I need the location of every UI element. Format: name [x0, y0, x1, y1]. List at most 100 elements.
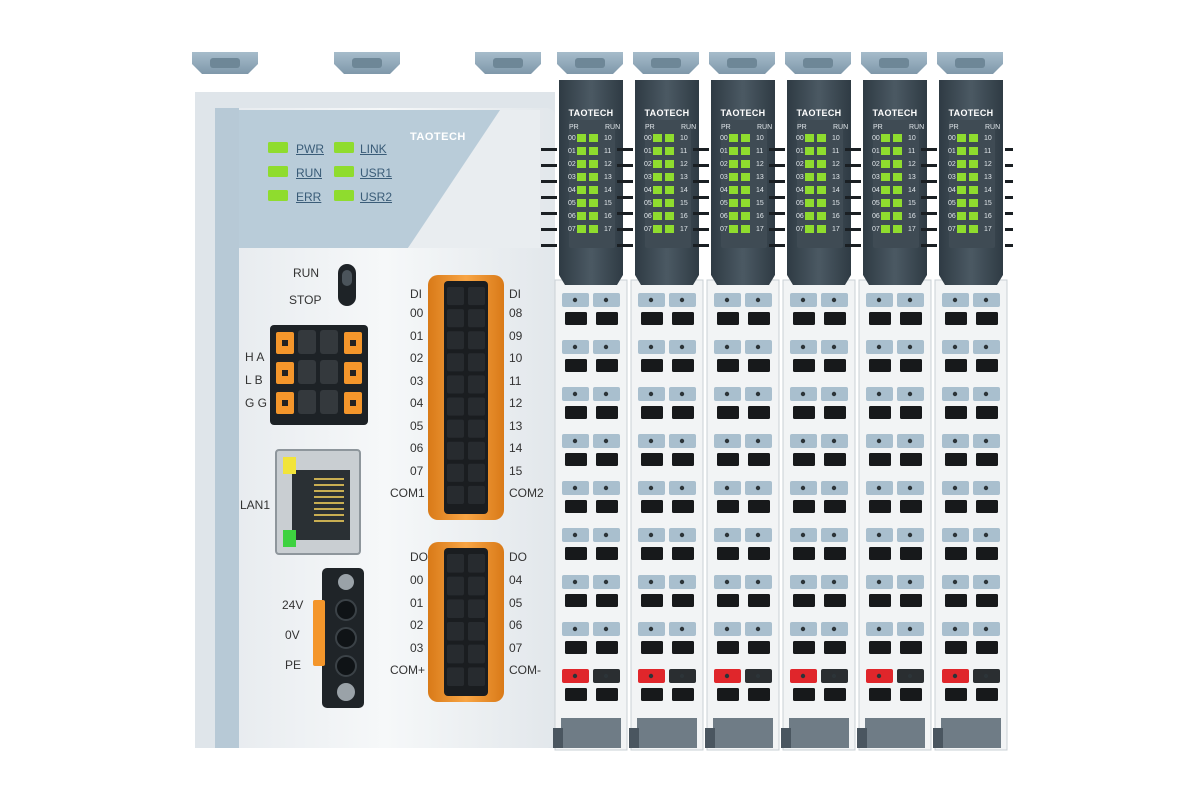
io-module-side-pin — [921, 164, 937, 167]
status-led-3 — [334, 166, 354, 177]
can-terminal-screw — [282, 340, 288, 346]
io-module-channel-right-6: 16 — [604, 213, 612, 220]
io-module-foot-tab — [553, 728, 563, 748]
io-module-terminal-hole — [672, 547, 694, 560]
io-module-terminal-dot — [755, 579, 761, 585]
io-module-terminal-hole — [641, 500, 663, 513]
can-terminal-screw — [282, 370, 288, 376]
io-module-channel-right-4: 14 — [604, 187, 612, 194]
io-module-2 — [617, 52, 709, 751]
io-module-terminal-dot — [755, 673, 761, 679]
io-module-foot — [789, 718, 849, 748]
io-module-channel-left-1: 01 — [872, 148, 880, 155]
di-label-right-1: 09 — [509, 328, 523, 343]
di-label-left-2: 02 — [410, 351, 424, 365]
io-module-terminal-dot — [679, 438, 685, 444]
io-module-terminal-hole — [672, 406, 694, 419]
io-module-channel-left-2: 02 — [872, 161, 880, 168]
io-module-channel-right-7: 17 — [984, 226, 992, 233]
io-module-terminal-dot — [876, 438, 882, 444]
io-module-side-pin — [921, 196, 937, 199]
power-label-24v: 24V — [282, 598, 304, 612]
can-label-g: G G — [245, 396, 268, 410]
io-module-terminal-hole — [945, 547, 967, 560]
io-module-header-right: RUN — [681, 124, 697, 131]
di-terminal-block-hole — [447, 397, 464, 416]
io-module-channel-led — [969, 199, 978, 207]
io-module-channel-led — [969, 225, 978, 233]
io-module-terminal-dot — [800, 344, 806, 350]
io-module-channel-led — [741, 147, 750, 155]
io-module-terminal-hole — [900, 453, 922, 466]
do-header-right: DO — [509, 550, 527, 564]
io-module-channel-led — [577, 212, 586, 220]
io-module-channel-right-2: 12 — [832, 161, 840, 168]
io-module-channel-led — [817, 160, 826, 168]
io-module-foot — [561, 718, 621, 748]
io-module-terminal-dot — [983, 626, 989, 632]
io-module-terminal-hole — [869, 406, 891, 419]
run-stop-switch-knob — [342, 270, 352, 286]
io-module-channel-left-6: 06 — [948, 213, 956, 220]
io-module-terminal-hole — [641, 359, 663, 372]
di-terminal-block-hole — [447, 287, 464, 306]
io-module-terminal-dot — [907, 532, 913, 538]
io-module-channel-left-1: 01 — [948, 148, 956, 155]
io-module-terminal-hole — [869, 641, 891, 654]
cpu-panel-bevel — [408, 110, 540, 248]
io-module-terminal-dot — [648, 485, 654, 491]
io-module-terminal-dot — [907, 391, 913, 397]
io-module-brand-2: TAOTECH — [644, 108, 690, 118]
io-module-channel-led — [665, 186, 674, 194]
io-module-terminal-hole — [976, 688, 998, 701]
can-label-h: H A — [245, 350, 265, 364]
io-module-side-pin — [1005, 244, 1013, 247]
can-terminal-hole — [298, 360, 316, 384]
io-module-channel-left-2: 02 — [796, 161, 804, 168]
io-module-channel-left-7: 07 — [644, 226, 652, 233]
io-module-channel-right-2: 12 — [604, 161, 612, 168]
lan-led-yellow — [283, 457, 296, 474]
io-module-terminal-dot — [724, 626, 730, 632]
io-module-channel-led — [665, 147, 674, 155]
io-module-terminal-dot — [800, 297, 806, 303]
io-module-terminal-dot — [755, 391, 761, 397]
io-module-channel-led — [893, 160, 902, 168]
io-module-terminal-hole — [748, 312, 770, 325]
io-module-terminal-dot — [603, 579, 609, 585]
io-module-terminal-hole — [672, 453, 694, 466]
io-module-channel-right-7: 17 — [756, 226, 764, 233]
io-module-side-pin — [921, 212, 937, 215]
io-module-terminal-dot — [603, 391, 609, 397]
io-module-terminal-dot — [952, 297, 958, 303]
io-module-terminal-hole — [717, 312, 739, 325]
status-led-5 — [334, 190, 354, 201]
io-module-4 — [769, 52, 861, 751]
io-module-side-pin — [693, 148, 709, 151]
do-label-left-0: 00 — [410, 573, 424, 587]
status-led-4 — [268, 190, 288, 201]
io-module-terminal-dot — [679, 673, 685, 679]
io-module-terminal-dot — [800, 485, 806, 491]
io-module-terminal-hole — [945, 500, 967, 513]
io-module-side-pin — [845, 228, 861, 231]
power-label-0v: 0V — [285, 628, 300, 642]
io-module-terminal-dot — [800, 391, 806, 397]
lan-port-pin — [314, 490, 344, 492]
io-module-terminal-hole — [900, 500, 922, 513]
io-module-side-pin — [1005, 212, 1013, 215]
io-module-side-pin — [541, 244, 557, 247]
io-module-channel-led — [969, 173, 978, 181]
io-module-channel-left-0: 00 — [644, 135, 652, 142]
io-module-channel-led — [589, 186, 598, 194]
io-module-rack — [541, 52, 1013, 751]
io-module-terminal-hole — [824, 688, 846, 701]
io-module-terminal-hole — [641, 641, 663, 654]
di-terminal-block-hole — [468, 309, 485, 328]
io-module-channel-led — [893, 199, 902, 207]
io-module-channel-led — [817, 186, 826, 194]
io-module-terminal-dot — [907, 297, 913, 303]
io-module-terminal-dot — [572, 438, 578, 444]
io-module-header-right: RUN — [605, 124, 621, 131]
lan-port-pin — [314, 496, 344, 498]
